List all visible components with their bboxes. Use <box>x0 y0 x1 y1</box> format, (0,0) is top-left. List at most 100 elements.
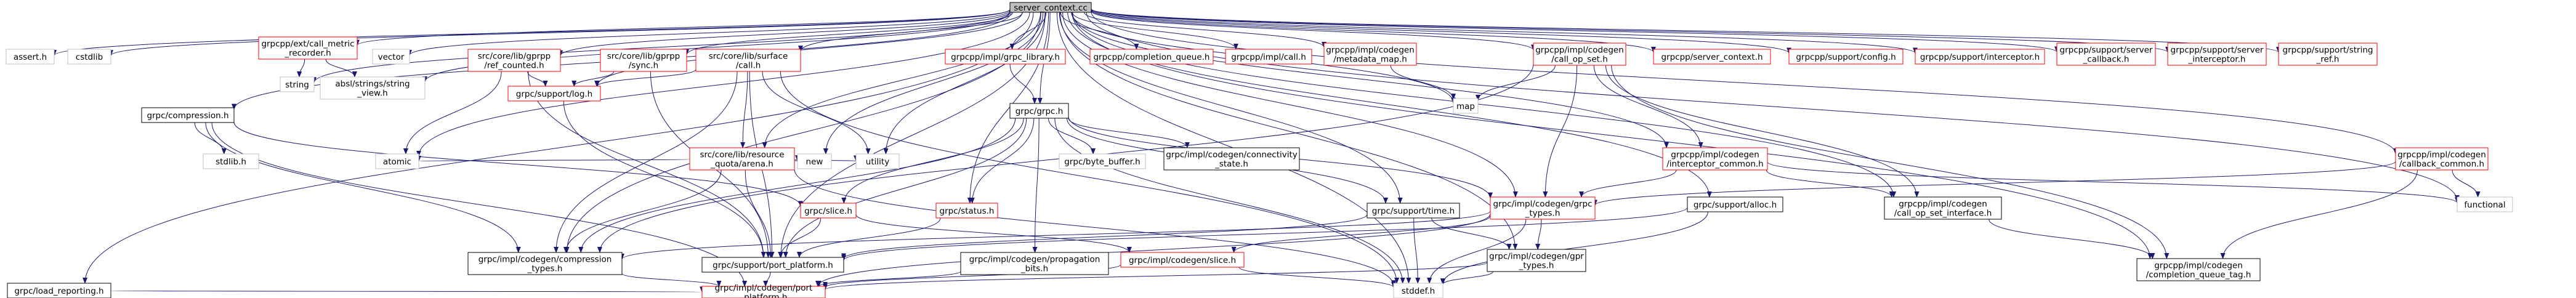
node-box <box>372 49 410 65</box>
node-connectivity[interactable]: grpc/impl/codegen/connectivity_state.h <box>1163 147 1300 171</box>
node-string-ref[interactable]: grpcpp/support/string_ref.h <box>2278 42 2378 66</box>
node-call-op-set[interactable]: grpcpp/impl/codegen/call_op_set.h <box>1533 42 1626 66</box>
node-label: stddef.h <box>1402 286 1435 296</box>
node-atomic: atomic <box>375 153 419 169</box>
edge-root-to-status <box>967 12 1049 204</box>
node-label: new <box>806 157 823 167</box>
node-label: grpcpp/impl/codegen/call_op_set.h <box>1535 46 1624 65</box>
node-label: grpc/support/alloc.h <box>1694 200 1777 210</box>
node-box <box>2278 42 2378 66</box>
edge-root-to-surface_call <box>798 12 1023 52</box>
node-box <box>2457 196 2513 212</box>
node-codegen-slice[interactable]: grpc/impl/codegen/slice.h <box>1120 252 1245 268</box>
node-box <box>689 147 795 171</box>
edge-root-to-call_metric <box>355 9 1011 46</box>
node-label: grpcpp/ext/call_metric_recorder.h <box>261 39 354 58</box>
node-label: grpcpp/server_context.h <box>1661 52 1762 62</box>
node-server-callback[interactable]: grpcpp/support/server_callback.h <box>2056 42 2156 66</box>
edge-root-to-support_interceptor <box>1091 9 1918 54</box>
node-grpc-library[interactable]: grpcpp/impl/grpc_library.h <box>945 49 1066 65</box>
node-server-interceptor[interactable]: grpcpp/support/server_interceptor.h <box>2167 42 2267 66</box>
node-slice[interactable]: grpc/slice.h <box>800 203 857 219</box>
node-interceptor-common[interactable]: grpcpp/impl/codegen/interceptor_common.h <box>1662 147 1768 171</box>
node-call-metric[interactable]: grpcpp/ext/call_metric_recorder.h <box>258 36 358 60</box>
node-time[interactable]: grpc/support/time.h <box>1367 203 1460 219</box>
edge-time-to-stddef <box>1413 217 1421 284</box>
edge-surface_call-to-log <box>595 69 696 87</box>
node-box <box>6 49 55 65</box>
edge-root-to-assert <box>52 9 1011 57</box>
node-codegen-port-platform[interactable]: grpc/impl/codegen/port_platform.h <box>701 283 826 298</box>
edge-root-to-utility <box>883 12 1046 155</box>
node-propagation-bits[interactable]: grpc/impl/codegen/propagation_bits.h <box>960 252 1109 275</box>
node-label: grpc/impl/codegen/slice.h <box>1129 256 1236 265</box>
node-box <box>1662 147 1768 171</box>
node-sync[interactable]: src/core/lib/gprpp/sync.h <box>600 49 687 72</box>
node-metadata-map[interactable]: grpcpp/impl/codegen/metadata_map.h <box>1323 42 1417 66</box>
node-label: grpc/impl/codegen/gpr_types.h <box>1489 252 1584 271</box>
edge-root-to-interceptor_common <box>1072 12 1669 148</box>
node-compression-types[interactable]: grpc/impl/codegen/compression_types.h <box>467 252 623 275</box>
node-label: cstdlib <box>76 52 103 62</box>
node-label: grpcpp/impl/call.h <box>1231 52 1306 62</box>
node-alloc[interactable]: grpc/support/alloc.h <box>1687 196 1783 212</box>
node-label: grpc/support/log.h <box>516 89 592 99</box>
edge-grpc_h-to-stddef <box>1054 118 1405 284</box>
edge-gpr_types-to-stddef <box>1440 271 1493 285</box>
node-box <box>797 153 832 169</box>
edge-compression-to-stdlib <box>194 122 227 155</box>
node-resource-quota[interactable]: src/core/lib/resource_quota/arena.h <box>689 147 795 171</box>
edge-grpc_h-to-connectivity <box>1068 118 1190 148</box>
node-surface-call[interactable]: src/core/lib/surface/call.h <box>695 49 801 72</box>
node-support-config[interactable]: grpcpp/support/config.h <box>1788 49 1904 65</box>
node-ref-counted[interactable]: src/core/lib/gprpp/ref_counted.h <box>467 49 561 72</box>
node-grpc-h[interactable]: grpc/grpc.h <box>1009 103 1069 119</box>
node-impl-call[interactable]: grpcpp/impl/call.h <box>1225 49 1312 65</box>
node-box <box>1009 103 1069 119</box>
node-call-op-set-interface[interactable]: grpcpp/impl/codegen/call_op_set_interfac… <box>1884 196 2002 220</box>
node-label: src/core/lib/gprpp/sync.h <box>607 52 680 71</box>
node-support-interceptor[interactable]: grpcpp/support/interceptor.h <box>1915 49 2045 65</box>
node-grpc-types[interactable]: grpc/impl/codegen/grpc_types.h <box>1490 196 1596 220</box>
node-root: server_context.cc <box>1009 2 1092 13</box>
edge-surface_call-to-resource_quota <box>740 71 748 148</box>
edge-callback_common-to-functional <box>2452 169 2481 198</box>
edge-root-to-completion_queue <box>1060 12 1139 50</box>
edge-root-to-string <box>312 11 1011 84</box>
node-server-context[interactable]: grpcpp/server_context.h <box>1653 49 1771 65</box>
node-label: src/core/lib/gprpp/ref_counted.h <box>478 52 551 71</box>
edge-time-to-gpr_types <box>1431 217 1512 250</box>
node-box <box>1884 196 2002 220</box>
node-port-platform[interactable]: grpc/support/port_platform.h <box>701 257 844 273</box>
node-completion-queue-tag[interactable]: grpcpp/impl/codegen/completion_queue_tag… <box>2136 258 2261 281</box>
node-box <box>1367 203 1460 219</box>
node-load-reporting[interactable]: grpc/load_reporting.h <box>7 283 111 298</box>
node-box <box>1163 147 1300 171</box>
node-box <box>1687 196 1783 212</box>
node-status[interactable]: grpc/status.h <box>935 203 998 219</box>
node-box <box>2056 42 2156 66</box>
node-label: functional <box>2464 200 2505 210</box>
node-box <box>280 76 315 92</box>
node-label: grpcpp/impl/codegen/interceptor_common.h <box>1666 150 1764 169</box>
edge-root-to-support_config <box>1091 9 1791 54</box>
edge-interceptor_common-to-call_op_set_interface <box>1766 169 1894 198</box>
node-box <box>2136 258 2261 281</box>
node-callback-common[interactable]: grpcpp/impl/codegen/callback_common.h <box>2395 147 2489 171</box>
node-box <box>2167 42 2267 66</box>
node-new: new <box>797 153 832 169</box>
node-log[interactable]: grpc/support/log.h <box>507 86 601 102</box>
node-box <box>1225 49 1312 65</box>
edge-grpc_h-to-slice <box>841 118 1024 204</box>
edge-call_metric-to-string <box>297 58 305 78</box>
node-gpr-types[interactable]: grpc/impl/codegen/gpr_types.h <box>1487 249 1586 272</box>
node-label: grpc/byte_buffer.h <box>1064 157 1140 167</box>
node-compression[interactable]: grpc/compression.h <box>141 107 235 123</box>
node-box <box>1059 153 1146 169</box>
node-completion-queue[interactable]: grpcpp/completion_queue.h <box>1089 49 1214 65</box>
node-label: utility <box>866 157 889 167</box>
node-label: src/core/lib/surface/call.h <box>709 52 788 71</box>
node-utility: utility <box>855 153 900 169</box>
edge-callback_common-to-grpc_types <box>1593 161 2396 206</box>
edge-call_metric-to-string_view <box>325 58 357 78</box>
